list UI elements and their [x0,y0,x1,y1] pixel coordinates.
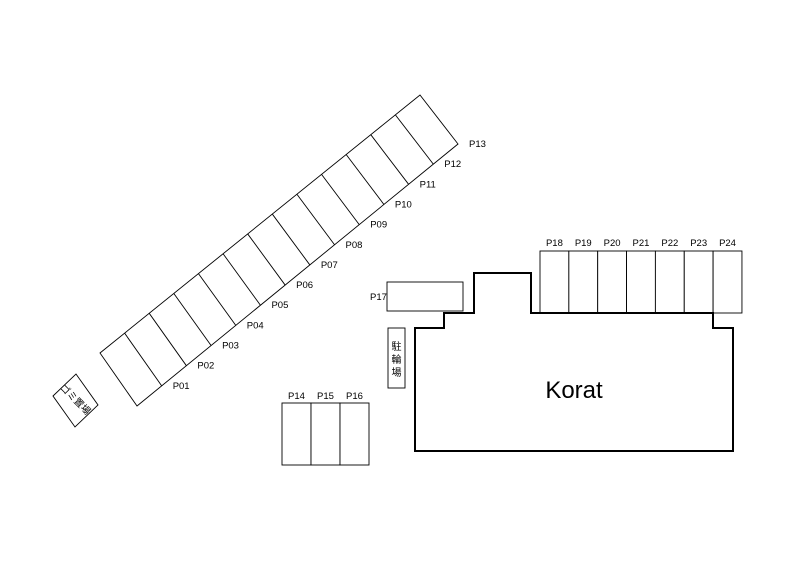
parking-label-p13: P13 [469,139,486,150]
parking-space-p20 [597,250,628,314]
parking-label-p01: P01 [173,381,190,392]
parking-space-p22 [654,250,685,314]
parking-label-p19: P19 [575,238,592,249]
garbage-area-outline [52,373,99,428]
parking-label-p23: P23 [690,238,707,249]
parking-label-p14: P14 [288,391,305,402]
parking-space-p15 [310,402,341,466]
parking-label-p15: P15 [317,391,334,402]
parking-space-p18 [539,250,570,314]
diagonal-row-outline [99,94,459,407]
diagonal-divider [124,332,163,387]
bicycle-parking-char-2: 輪 [392,353,402,366]
parking-label-p06: P06 [296,280,313,291]
diagonal-divider [345,154,385,205]
parking-label-p07: P07 [321,260,338,271]
diagonal-parking-row: P01 P02 P03 P04 P05 P06 P07 P08 P09 P10 P11 P12 P13 [99,94,486,407]
building-korat: Korat [414,272,734,452]
diagonal-divider [296,193,335,246]
building-outline [414,272,734,452]
parking-label-p04: P04 [247,320,264,331]
parking-label-p05: P05 [271,300,288,311]
bicycle-parking: 駐 輪 場 [387,327,406,389]
parking-space-p17 [386,281,464,312]
parking-space-p24 [712,250,743,314]
parking-label-p17: P17 [370,292,387,303]
building-name: Korat [545,377,603,404]
garbage-area: ゴミ置場 [52,373,99,428]
parking-label-p12: P12 [444,159,461,170]
parking-label-p21: P21 [633,238,650,249]
diagonal-divider [198,273,237,326]
diagonal-divider [395,114,434,165]
parking-space-p21 [626,250,656,314]
parking-label-p16: P16 [346,391,363,402]
diagonal-divider [247,233,286,286]
parking-label-p18: P18 [546,238,563,249]
parking-label-p22: P22 [661,238,678,249]
parking-label-p20: P20 [604,238,621,249]
diagonal-divider [321,174,360,225]
parking-label-p02: P02 [197,361,214,372]
parking-label-p03: P03 [222,341,239,352]
parking-space-p19 [568,250,599,314]
top-parking-row: P18 P19 P20 P21 P22 P23 P24 [539,238,743,314]
diagonal-divider [370,134,409,185]
bottom-parking-block: P14 P15 P16 [281,391,370,466]
diagonal-divider [148,313,187,366]
parking-p17: P17 [370,281,464,312]
parking-label-p10: P10 [395,199,412,210]
parking-space-p14 [281,402,312,466]
parking-label-p08: P08 [346,240,363,251]
bicycle-parking-char-3: 場 [392,366,402,379]
diagonal-divider [271,213,311,266]
parking-space-p23 [683,250,714,314]
parking-label-p11: P11 [420,179,436,190]
diagonal-divider [173,293,212,346]
parking-space-p16 [339,402,370,466]
bicycle-parking-outline [387,327,406,389]
bicycle-parking-char-1: 駐 [392,340,402,353]
parking-label-p24: P24 [719,238,736,249]
diagonal-divider [222,253,261,306]
parking-label-p09: P09 [370,220,387,231]
